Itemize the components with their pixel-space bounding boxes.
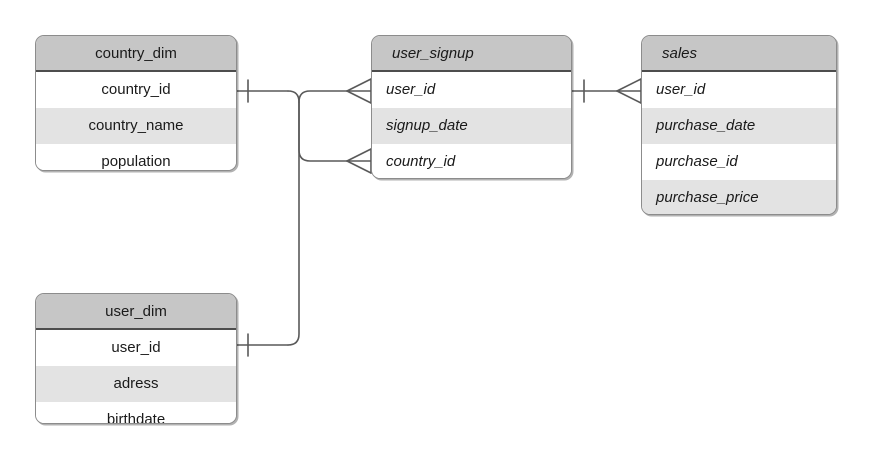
field-sales-purchase-id[interactable]: purchase_id	[642, 144, 836, 180]
crowsfoot-user-signup-user-id	[346, 78, 372, 104]
entity-sales[interactable]: sales user_id purchase_date purchase_id …	[641, 35, 837, 215]
field-user-dim-adress[interactable]: adress	[36, 366, 236, 402]
connector-junction-top-right	[287, 90, 348, 162]
field-user-dim-user-id[interactable]: user_id	[36, 330, 236, 366]
field-country-dim-population[interactable]: population	[36, 144, 236, 170]
field-user-signup-country-id[interactable]: country_id	[372, 144, 571, 178]
entity-title-user-dim: user_dim	[36, 294, 236, 330]
connector-user-dim-trunk	[287, 101, 300, 346]
field-user-signup-user-id[interactable]: user_id	[372, 72, 571, 108]
entity-title-user-signup: user_signup	[372, 36, 571, 72]
field-user-dim-birthdate[interactable]: birthdate	[36, 402, 236, 423]
field-country-dim-country-id[interactable]: country_id	[36, 72, 236, 108]
field-sales-purchase-date[interactable]: purchase_date	[642, 108, 836, 144]
field-user-signup-signup-date[interactable]: signup_date	[372, 108, 571, 144]
field-sales-purchase-price[interactable]: purchase_price	[642, 180, 836, 214]
field-country-dim-country-name[interactable]: country_name	[36, 108, 236, 144]
crowsfoot-user-signup-country-id	[346, 148, 372, 174]
connector-junction-top-branch	[298, 90, 348, 103]
entity-title-country-dim: country_dim	[36, 36, 236, 72]
entity-country-dim[interactable]: country_dim country_id country_name popu…	[35, 35, 237, 171]
field-sales-user-id[interactable]: user_id	[642, 72, 836, 108]
entity-user-signup[interactable]: user_signup user_id signup_date country_…	[371, 35, 572, 179]
entity-title-sales: sales	[642, 36, 836, 72]
entity-user-dim[interactable]: user_dim user_id adress birthdate	[35, 293, 237, 424]
crowsfoot-sales-user-id	[616, 78, 642, 104]
